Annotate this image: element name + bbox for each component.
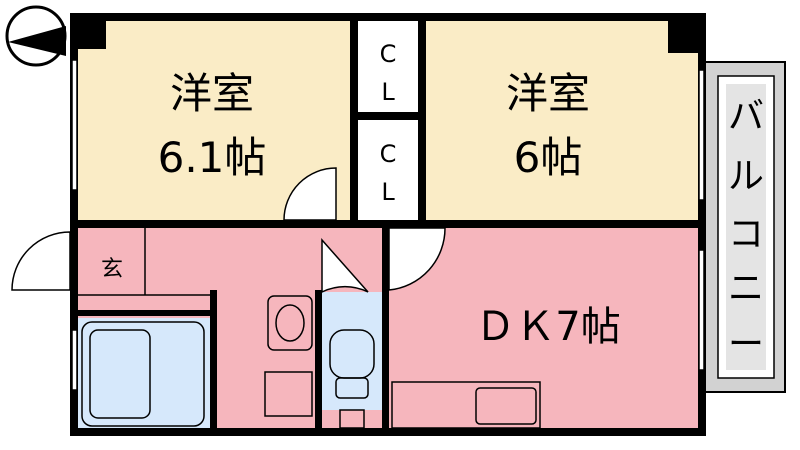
entrance-step [78,228,210,296]
toilet-room-fill [322,292,382,410]
closet-top-label-2: L [381,78,395,106]
toilet [329,329,375,429]
closet-top-label-1: C [380,40,397,68]
bathtub [81,321,205,427]
bathtub-area-fill [78,318,210,428]
western-room-1-size: 6.1帖 [158,133,267,182]
balcony-char-3: コ [728,214,764,255]
compass-arrow-icon [5,5,67,67]
entrance-label: 玄 [101,257,123,282]
walls [70,13,706,436]
closet-bottom-label-1: C [380,140,397,168]
balcony-label: バ ル コ ニ ー [728,96,764,365]
kitchen-counter [391,381,541,429]
closet-bottom-label-2: L [381,178,395,206]
balcony-char-1: バ [728,96,764,137]
balcony-char-4: ニ [728,268,764,309]
western-room-2-fill [426,20,698,220]
door-swings [11,167,446,294]
balcony-char-2: ル [728,156,764,197]
washbasin [264,295,313,417]
dk-label: ＤＫ7帖 [475,304,620,350]
window-marks [71,59,705,391]
balcony-char-5: ー [728,324,764,365]
western-room-1-name: 洋室 [170,69,254,118]
western-room-2-size: 6帖 [514,133,583,182]
western-room-2-name: 洋室 [506,69,590,118]
